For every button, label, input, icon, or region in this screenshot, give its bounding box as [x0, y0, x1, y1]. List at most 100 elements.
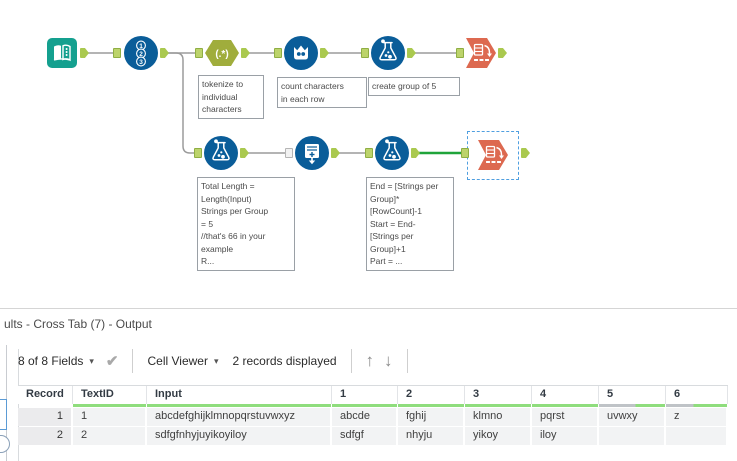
view-option-button[interactable]	[0, 435, 10, 453]
input-anchor[interactable]	[456, 48, 464, 58]
table-view-button[interactable]	[0, 399, 7, 430]
input-anchor[interactable]	[113, 48, 121, 58]
data-quality-bar	[73, 404, 146, 407]
table-cell[interactable]	[666, 427, 728, 445]
column-header[interactable]: 5	[599, 386, 666, 407]
table-cell[interactable]: fghij	[398, 408, 465, 426]
output-anchor[interactable]	[241, 48, 250, 58]
input-anchor[interactable]	[195, 48, 203, 58]
table-cell[interactable]: pqrst	[532, 408, 599, 426]
output-anchor[interactable]	[331, 148, 340, 158]
svg-text:1: 1	[139, 43, 143, 50]
workflow-canvas[interactable]: 1 2 3 (.*)	[0, 0, 737, 308]
formula-icon	[204, 136, 238, 170]
record-id-icon: 1 2 3	[124, 36, 158, 70]
data-quality-bar	[465, 404, 531, 407]
table-cell[interactable]: z	[666, 408, 728, 426]
input-anchor[interactable]	[274, 48, 282, 58]
column-header[interactable]: 6	[666, 386, 728, 407]
table-left-divider	[18, 349, 19, 461]
tool-annotation[interactable]: tokenize to individual characters	[198, 75, 264, 119]
table-cell[interactable]: 1	[73, 408, 147, 426]
regex-icon: (.*)	[205, 40, 239, 66]
output-anchor[interactable]	[521, 148, 530, 158]
output-anchor[interactable]	[80, 48, 89, 58]
table-cell[interactable]: abcdefghijklmnopqrstuvwxyz	[147, 408, 332, 426]
connection-wire[interactable]	[168, 52, 194, 154]
input-anchor[interactable]	[285, 148, 293, 158]
table-cell[interactable]: klmno	[465, 408, 532, 426]
cell-viewer-dropdown-button[interactable]: Cell Viewer ▾	[147, 354, 218, 368]
table-cell[interactable]: uvwxy	[599, 408, 666, 426]
tool-annotation[interactable]: create group of 5	[368, 77, 460, 96]
cell-viewer-label: Cell Viewer	[147, 354, 208, 368]
input-anchor[interactable]	[461, 148, 469, 158]
formula-tool[interactable]	[371, 36, 405, 70]
chevron-down-icon: ▾	[213, 355, 219, 366]
formula-icon	[371, 36, 405, 70]
column-header[interactable]: 3	[465, 386, 532, 407]
regex-label: (.*)	[215, 49, 228, 60]
crosstab-tool[interactable]	[466, 38, 496, 68]
down-arrow-button[interactable]: ↓	[384, 351, 393, 370]
table-cell[interactable]: yikoy	[465, 427, 532, 445]
table-cell[interactable]: 2	[73, 427, 147, 445]
formula-tool[interactable]	[204, 136, 238, 170]
record-id-tool[interactable]: 1 2 3	[124, 36, 158, 70]
regex-tool[interactable]: (.*)	[205, 39, 239, 67]
toolbar-separator	[350, 349, 352, 373]
row-number-cell[interactable]: 1	[18, 408, 73, 426]
column-header[interactable]: Input	[147, 386, 332, 407]
input-anchor[interactable]	[194, 148, 202, 158]
crosstab-icon	[478, 140, 508, 170]
generate-rows-icon	[295, 136, 329, 170]
column-header[interactable]: Record	[18, 386, 73, 404]
input-anchor[interactable]	[361, 48, 369, 58]
input-anchor[interactable]	[365, 148, 373, 158]
fields-dropdown-button[interactable]: 8 of 8 Fields ▾	[18, 354, 94, 368]
column-header[interactable]: 4	[532, 386, 599, 407]
records-displayed-label: 2 records displayed	[232, 354, 337, 368]
summarize-tool[interactable]	[284, 36, 318, 70]
output-anchor[interactable]	[240, 148, 249, 158]
connections-layer	[87, 52, 461, 155]
table-cell[interactable]: iloy	[532, 427, 599, 445]
fields-dropdown-label: 8 of 8 Fields	[18, 354, 84, 368]
svg-text:3: 3	[139, 59, 143, 66]
toolbar-separator	[406, 349, 408, 373]
output-anchor[interactable]	[411, 148, 420, 158]
crosstab-icon	[466, 38, 496, 68]
tool-annotation[interactable]: End = [Strings per Group]* [RowCount]-1 …	[366, 177, 454, 271]
toolbar-separator	[132, 349, 134, 373]
output-anchor[interactable]	[498, 48, 507, 58]
data-quality-bar	[599, 404, 665, 407]
tool-annotation[interactable]: count characters in each row	[277, 77, 367, 108]
data-quality-bar	[147, 404, 331, 407]
input-data-icon	[47, 38, 77, 68]
table-cell[interactable]	[599, 427, 666, 445]
column-header[interactable]: 2	[398, 386, 465, 407]
output-anchor[interactable]	[407, 48, 416, 58]
table-cell[interactable]: nhyju	[398, 427, 465, 445]
crosstab-tool-selected[interactable]	[478, 140, 508, 170]
tool-annotation[interactable]: Total Length = Length(Input) Strings per…	[197, 177, 295, 271]
column-header[interactable]: TextID	[73, 386, 147, 407]
table-cell[interactable]: sdfgf	[332, 427, 398, 445]
chevron-down-icon: ▾	[89, 355, 94, 366]
apply-checkmark-icon[interactable]: ✔	[105, 353, 119, 370]
formula-icon	[375, 136, 409, 170]
data-quality-bar	[532, 404, 598, 407]
generate-rows-tool[interactable]	[295, 136, 329, 170]
column-header[interactable]: 1	[332, 386, 398, 407]
formula-tool[interactable]	[375, 136, 409, 170]
row-number-cell[interactable]: 2	[18, 427, 73, 445]
table-cell[interactable]: abcde	[332, 408, 398, 426]
table-cell[interactable]: sdfgfnhyjuyikoyiloy	[147, 427, 332, 445]
up-arrow-button[interactable]: ↑	[365, 351, 375, 370]
input-data-tool[interactable]	[47, 38, 77, 68]
output-anchor[interactable]	[160, 48, 169, 58]
output-anchor[interactable]	[320, 48, 329, 58]
